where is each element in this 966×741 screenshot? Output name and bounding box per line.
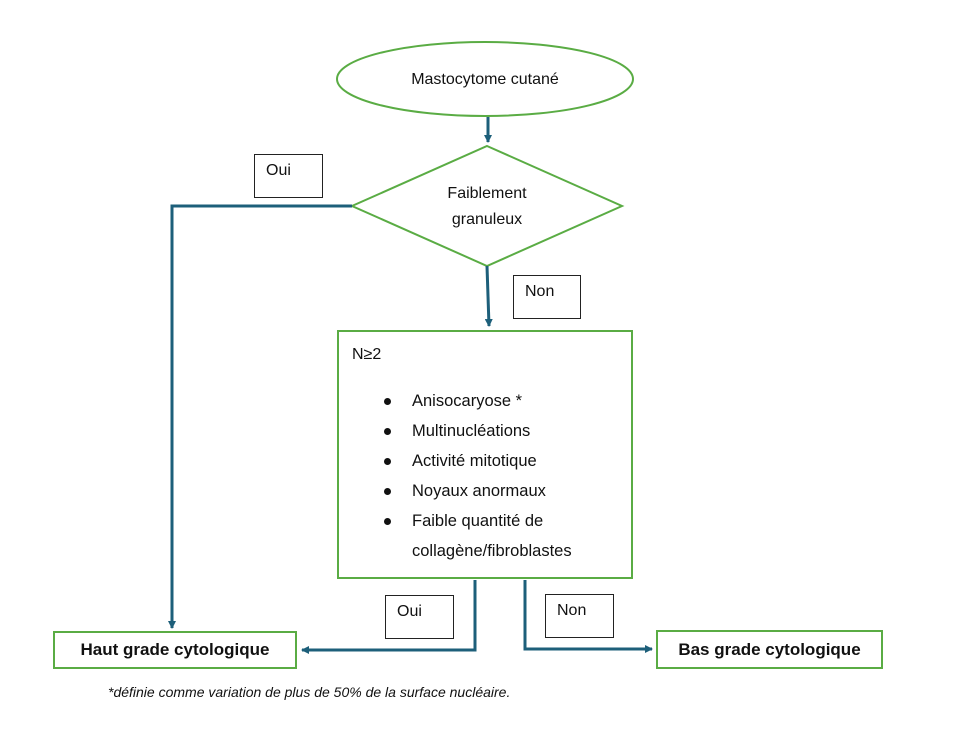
criteria-node: N≥2 Anisocaryose * Multinucléations Acti… <box>337 330 633 579</box>
arrow-decision-to-high-grade <box>168 204 352 629</box>
branch-label-oui-top: Oui <box>254 154 323 198</box>
branch-label-oui-top-text: Oui <box>266 162 291 179</box>
decision-label-line1: Faiblement <box>447 185 527 202</box>
branch-label-oui-bottom: Oui <box>385 595 454 639</box>
start-node-label: Mastocytome cutané <box>411 71 559 88</box>
arrow-criteria-to-low-grade <box>523 580 653 653</box>
low-grade-node: Bas grade cytologique <box>656 630 883 669</box>
criteria-item: Activité mitotique <box>384 446 622 476</box>
start-node <box>336 41 634 117</box>
high-grade-label: Haut grade cytologique <box>80 640 270 659</box>
low-grade-label: Bas grade cytologique <box>678 639 861 659</box>
criteria-heading: N≥2 <box>352 346 382 363</box>
criteria-item: Noyaux anormaux <box>384 476 622 506</box>
criteria-list: Anisocaryose * Multinucléations Activité… <box>339 386 622 566</box>
branch-label-non-top: Non <box>513 275 581 319</box>
branch-label-non-top-text: Non <box>525 283 555 300</box>
criteria-item: Anisocaryose * <box>384 386 622 416</box>
branch-label-non-bottom: Non <box>545 594 614 638</box>
decision-label-line2: granuleux <box>452 211 522 228</box>
high-grade-node: Haut grade cytologique <box>53 631 297 669</box>
arrow-decision-to-criteria <box>484 265 493 327</box>
criteria-item: Faible quantité de collagène/fibroblaste… <box>384 506 622 566</box>
footnote: *définie comme variation de plus de 50% … <box>108 684 511 700</box>
arrow-criteria-to-high-grade <box>301 580 477 654</box>
branch-label-non-bottom-text: Non <box>557 602 587 619</box>
decision-node <box>349 144 625 268</box>
criteria-item: Multinucléations <box>384 416 622 446</box>
branch-label-oui-bottom-text: Oui <box>397 603 422 620</box>
